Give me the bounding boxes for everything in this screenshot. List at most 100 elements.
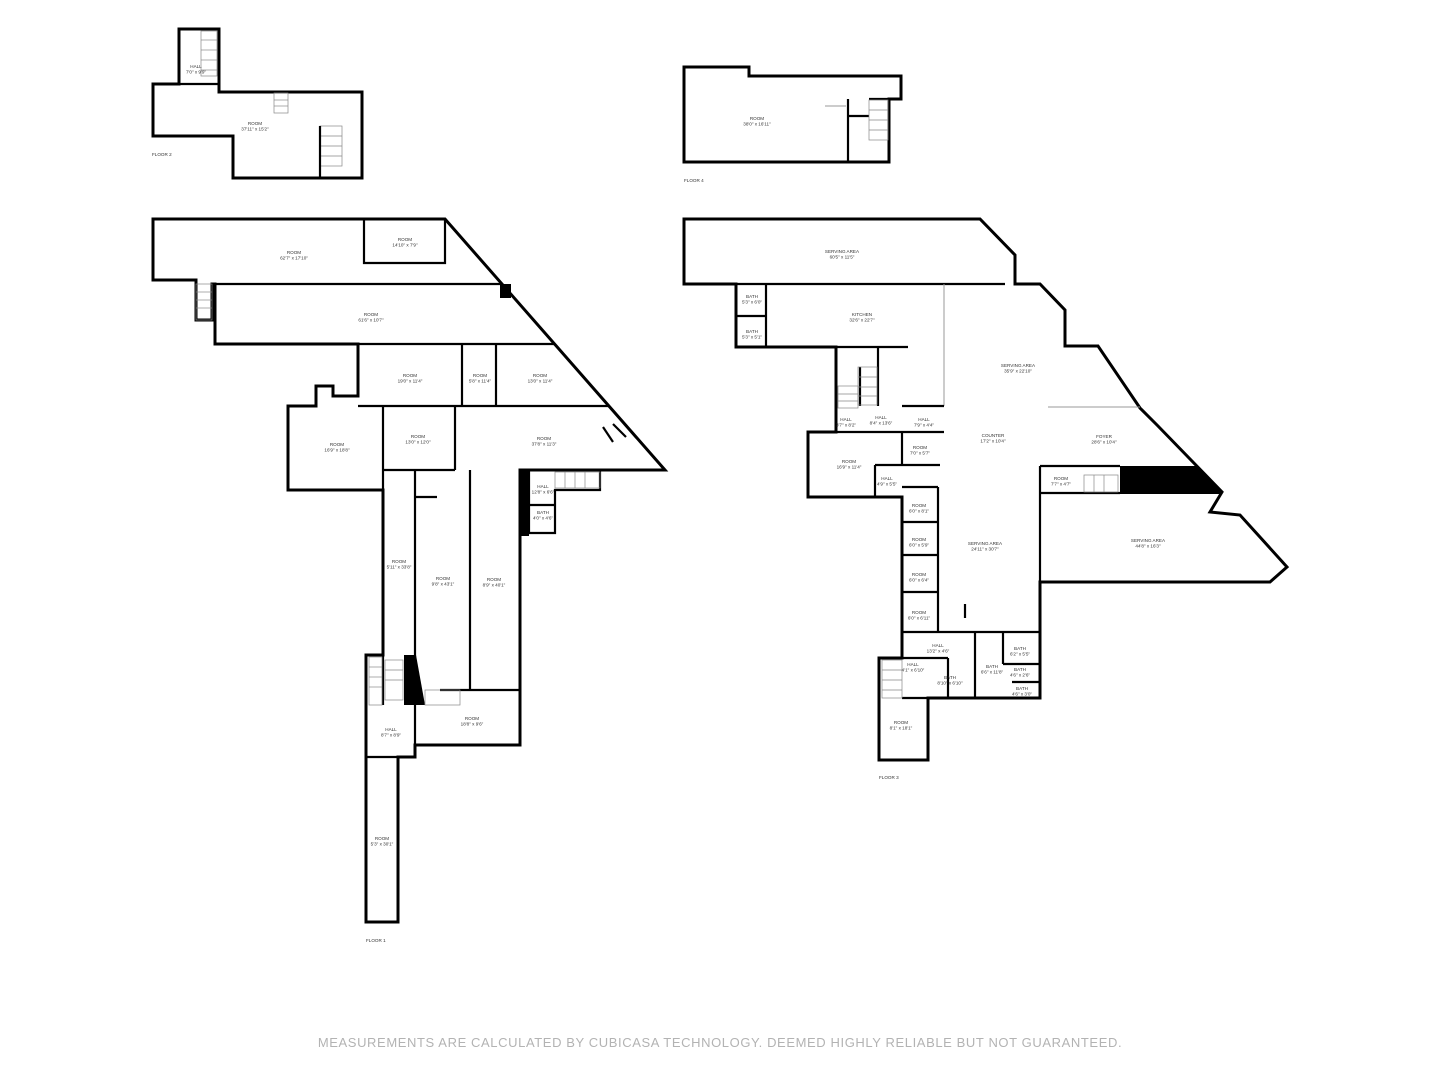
- wall-fill: [1120, 466, 1222, 494]
- floor-2-walls: [151, 27, 364, 180]
- room-dimensions: 17'2" x 10'4": [980, 439, 1006, 444]
- room-name: COUNTER: [982, 433, 1005, 438]
- room-dimensions: 7'0" x 9'9": [186, 70, 206, 75]
- disclaimer-footer: MEASUREMENTS ARE CALCULATED BY CUBICASA …: [317, 1035, 1123, 1050]
- room-dimensions: 8'9" x 40'1": [483, 583, 506, 588]
- room-name: HALL: [907, 662, 919, 667]
- room-name: ROOM: [403, 373, 417, 378]
- room-dimensions: 4'0" x 4'6": [533, 516, 553, 521]
- room-dimensions: 6'0" x 8'1": [909, 509, 929, 514]
- room-name: BATH: [537, 510, 549, 515]
- room-dimensions: 6'0" x 5'9": [909, 543, 929, 548]
- stairs-icon: [868, 99, 889, 141]
- room-name: ROOM: [364, 312, 378, 317]
- room-name: BATH: [746, 294, 758, 299]
- room-name: HALL: [840, 417, 852, 422]
- room-name: BATH: [746, 329, 758, 334]
- room-dimensions: 7'9" x 4'4": [914, 423, 934, 428]
- room-dimensions: 13'2" x 4'6": [927, 649, 950, 654]
- room-name: ROOM: [473, 373, 487, 378]
- room-name: KITCHEN: [852, 312, 872, 317]
- room-dimensions: 6'2" x 5'5": [1010, 652, 1030, 657]
- room-name: ROOM: [750, 116, 764, 121]
- room-name: FOYER: [1096, 434, 1113, 439]
- room-dimensions: 9'8" x 43'1": [432, 582, 455, 587]
- wall-fill: [404, 655, 425, 705]
- room-name: BATH: [944, 675, 956, 680]
- room-name: BATH: [986, 664, 998, 669]
- room-dimensions: 35'9" x 22'10": [1004, 369, 1032, 374]
- floor-1-walls: [151, 217, 669, 924]
- room-name: ROOM: [894, 720, 908, 725]
- room-name: ROOM: [375, 836, 389, 841]
- room-dimensions: 37'8" x 11'3": [532, 442, 557, 447]
- room-name: ROOM: [465, 716, 479, 721]
- room-name: BATH: [1014, 646, 1026, 651]
- floor-label: FLOOR 3: [879, 775, 899, 780]
- room-name: ROOM: [533, 373, 547, 378]
- room-dimensions: 4'6" x 3'0": [1012, 692, 1032, 697]
- room-name: BATH: [1016, 686, 1028, 691]
- room-dimensions: 6'0" x 6'11": [908, 616, 931, 621]
- room-name: ROOM: [436, 576, 450, 581]
- room-dimensions: 8'1" x 18'1": [890, 726, 913, 731]
- room-name: HALL: [190, 64, 202, 69]
- room-name: HALL: [881, 476, 893, 481]
- room-dimensions: 60'5" x 11'5": [830, 255, 855, 260]
- room-dimensions: 13'0" x 11'4": [528, 379, 553, 384]
- floor-3-walls: [682, 217, 1290, 762]
- room-dimensions: 4'1" x 6'10": [902, 668, 925, 673]
- room-dimensions: 13'0" x 12'0": [405, 440, 431, 445]
- wall-fill: [500, 284, 511, 298]
- room-dimensions: 7'0" x 5'7": [910, 451, 930, 456]
- room-dimensions: 18'8" x 9'6": [461, 722, 484, 727]
- room-dimensions: 28'6" x 10'4": [1091, 440, 1117, 445]
- room-name: ROOM: [487, 577, 501, 582]
- room-dimensions: 8'10" x 6'10": [937, 681, 963, 686]
- room-dimensions: 6'6" x 11'8": [981, 670, 1004, 675]
- room-dimensions: 3'7" x 8'2": [836, 423, 856, 428]
- floor-label: FLOOR 2: [152, 152, 172, 157]
- room-name: HALL: [932, 643, 944, 648]
- room-name: ROOM: [912, 503, 926, 508]
- room-dimensions: 5'3" x 5'1": [742, 335, 762, 340]
- room-dimensions: 38'0" x 16'11": [743, 122, 771, 127]
- room-name: ROOM: [912, 572, 926, 577]
- room-dimensions: 62'7" x 17'10": [280, 256, 308, 261]
- room-dimensions: 12'8" x 6'6": [532, 490, 555, 495]
- room-name: ROOM: [248, 121, 262, 126]
- room-dimensions: 5'8" x 11'4": [469, 379, 492, 384]
- room-name: ROOM: [913, 445, 927, 450]
- room-dimensions: 19'0" x 11'4": [398, 379, 423, 384]
- room-name: HALL: [537, 484, 549, 489]
- room-dimensions: 14'10" x 7'9": [392, 243, 418, 248]
- room-dimensions: 6'0" x 6'4": [909, 578, 929, 583]
